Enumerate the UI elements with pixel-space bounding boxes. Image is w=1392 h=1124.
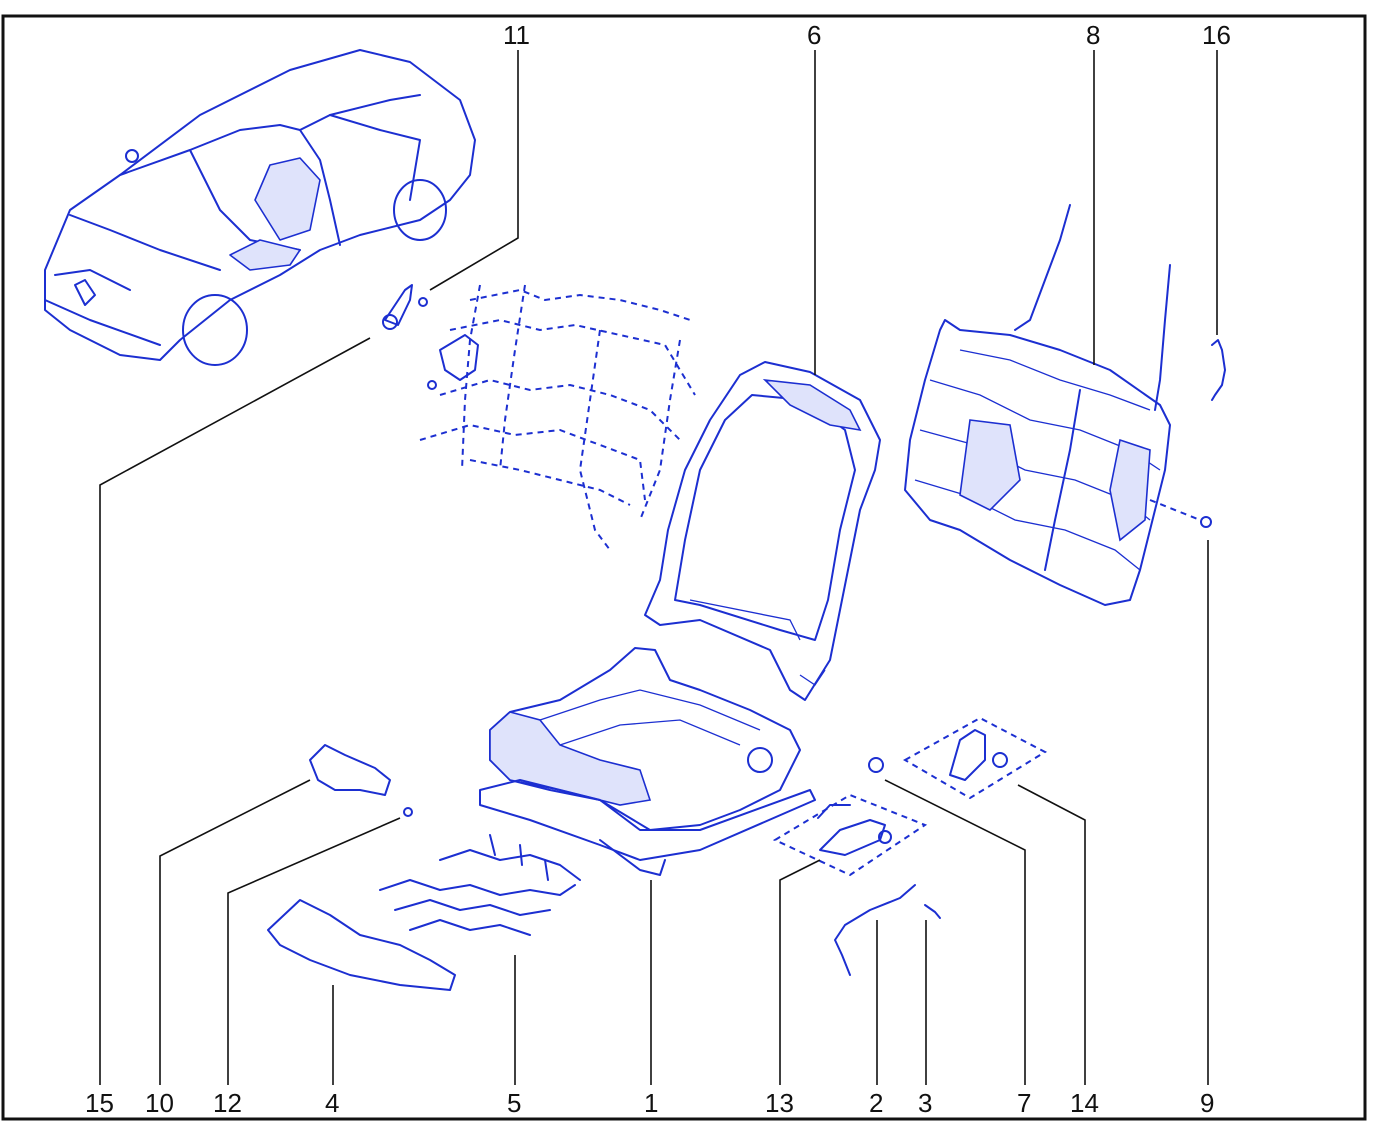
vehicle-location-illustration [44, 49, 476, 366]
backrest-suspension-frame [904, 204, 1171, 606]
callout-6: 6 [807, 20, 821, 50]
callout-leader-lines [99, 50, 1218, 1085]
callout-9: 9 [1200, 1088, 1214, 1118]
screw-part [1149, 499, 1212, 528]
seat-springs [379, 834, 581, 936]
callout-5: 5 [507, 1088, 521, 1118]
bracket-part [309, 744, 391, 796]
callout-15: 15 [85, 1088, 114, 1118]
callout-7: 7 [1017, 1088, 1031, 1118]
callout-4: 4 [325, 1088, 339, 1118]
diagram-border [1, 14, 1367, 1121]
backrest-frame [644, 361, 881, 701]
side-cover-part [267, 899, 456, 991]
callout-11: 11 [503, 20, 530, 50]
callout-16: 16 [1202, 20, 1231, 50]
recline-lever-kit [902, 716, 1048, 800]
height-adjust-lever-kit [772, 793, 928, 877]
callout-14: 14 [1070, 1088, 1099, 1118]
knob-part [868, 757, 884, 773]
wire-link-part [834, 884, 916, 976]
callout-2: 2 [869, 1088, 883, 1118]
callout-10: 10 [145, 1088, 174, 1118]
wire-hook-part [1211, 339, 1226, 401]
callout-12: 12 [213, 1088, 242, 1118]
backrest-spring-mat [382, 284, 696, 551]
callout-8: 8 [1086, 20, 1100, 50]
callout-13: 13 [765, 1088, 794, 1118]
callout-1: 1 [644, 1088, 658, 1118]
callout-3: 3 [918, 1088, 932, 1118]
bolt-part [403, 807, 413, 817]
clip-part [924, 904, 941, 919]
seat-cushion-frame [479, 647, 816, 876]
